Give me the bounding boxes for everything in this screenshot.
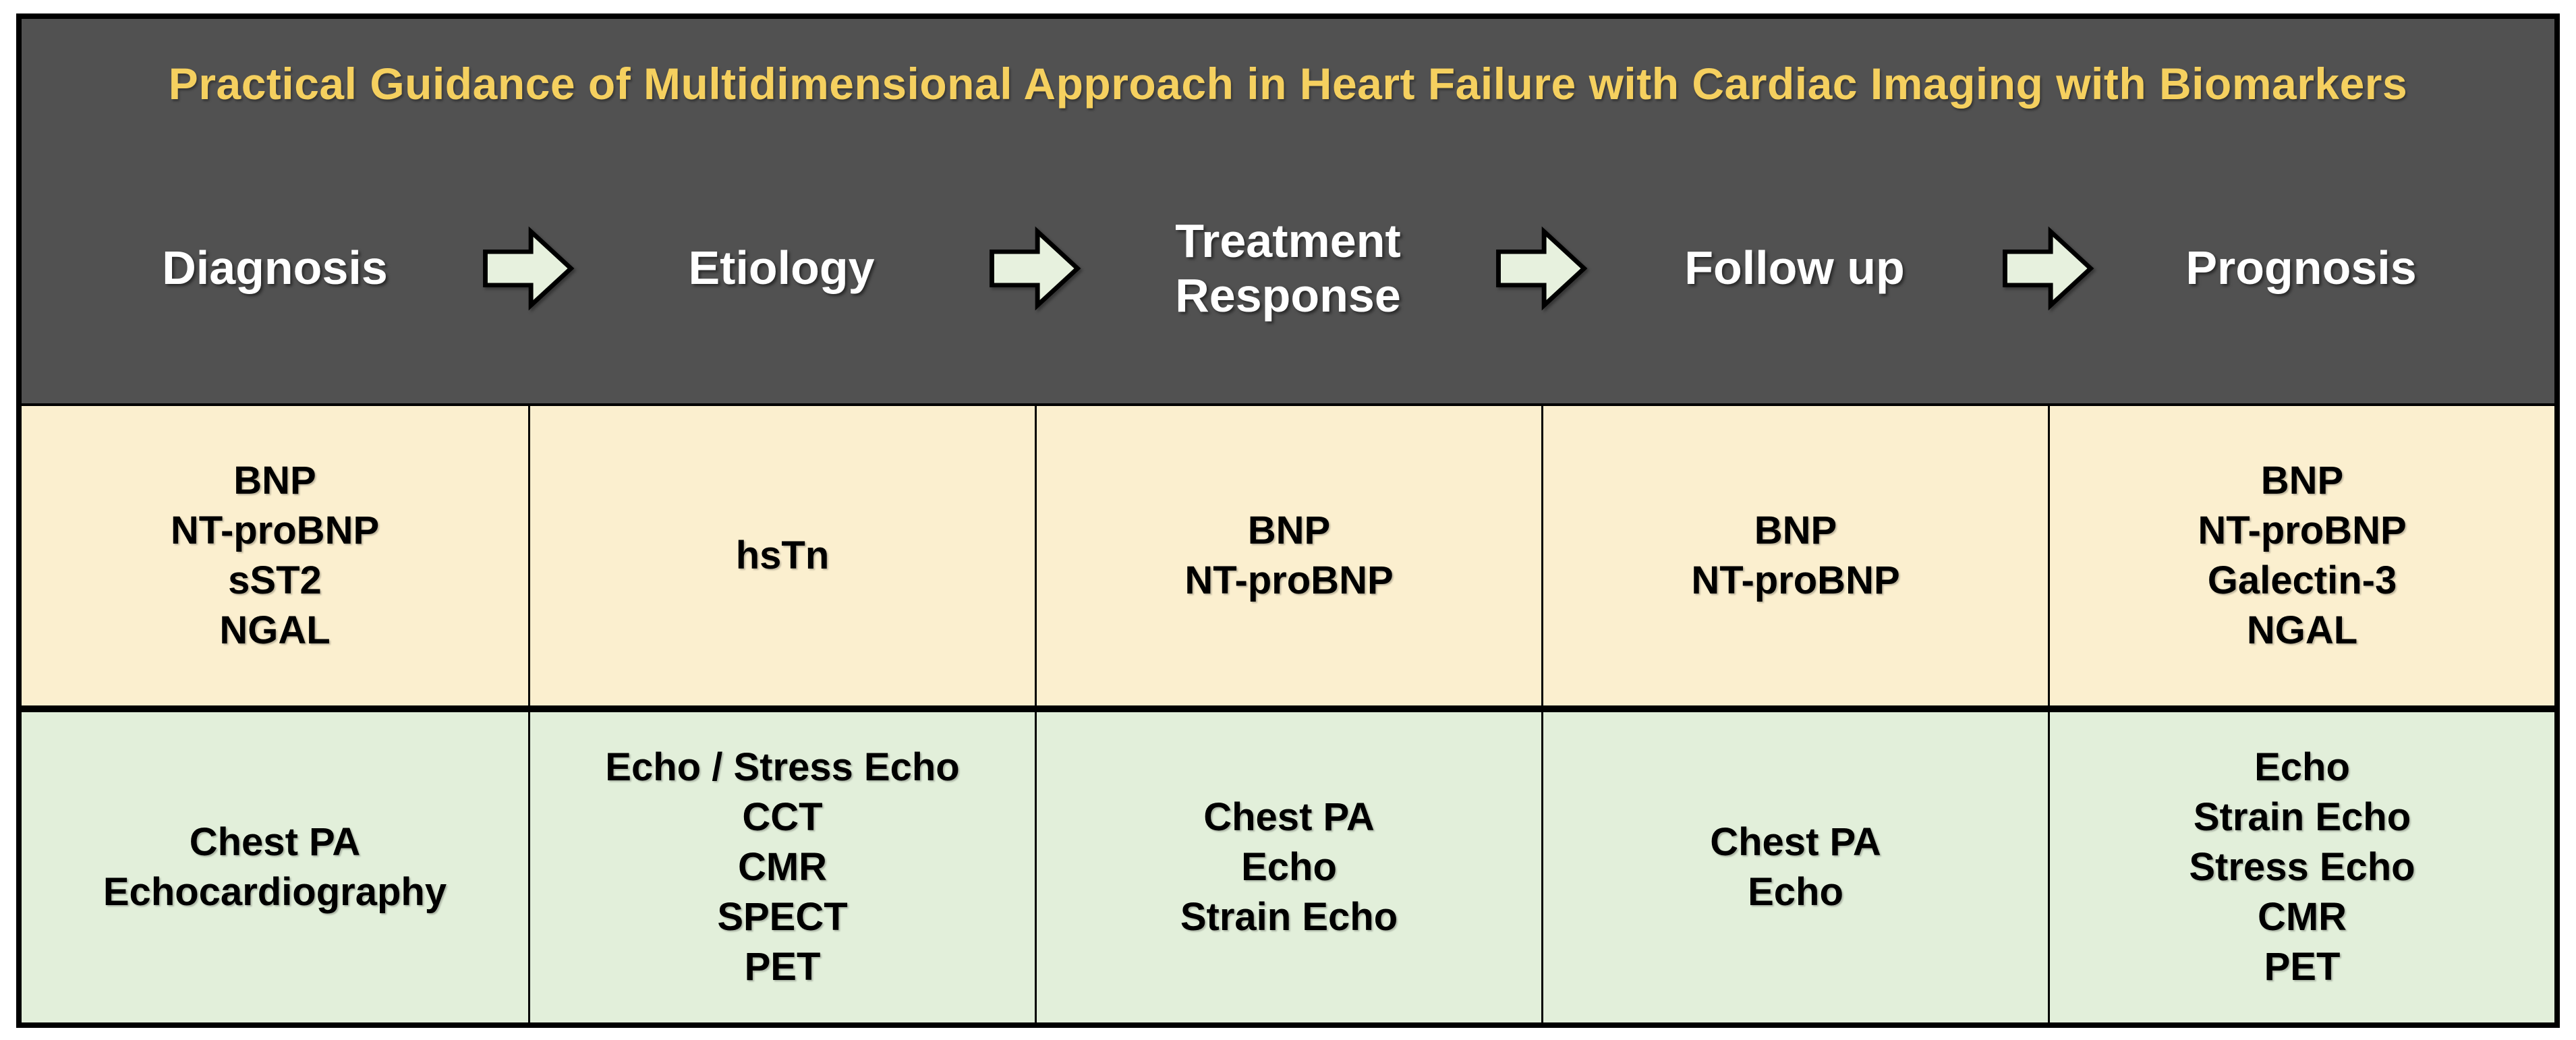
- cell-line: SPECT: [717, 895, 848, 939]
- stage-label-line: Diagnosis: [162, 241, 388, 295]
- cell-line: hsTn: [735, 533, 830, 577]
- stage-label-line: Etiology: [688, 241, 875, 295]
- cell-line: PET: [744, 945, 821, 989]
- figure-frame: Practical Guidance of Multidimensional A…: [16, 13, 2560, 1028]
- cell-line: sST2: [228, 558, 322, 602]
- cell-line: NGAL: [219, 608, 331, 652]
- biomarker-cell-follow-up: BNP NT-proBNP: [1541, 403, 2048, 705]
- cell-line: NGAL: [2246, 608, 2358, 652]
- cell-line: NT-proBNP: [1691, 558, 1900, 602]
- cell-line: BNP: [233, 459, 316, 502]
- cell-line: NT-proBNP: [2198, 509, 2407, 552]
- cell-line: Echo / Stress Echo: [605, 745, 960, 789]
- cell-line: BNP: [2260, 459, 2344, 502]
- stage-label-line: Response: [1175, 269, 1401, 322]
- cell-line: Stress Echo: [2189, 845, 2415, 889]
- biomarker-cell-etiology: hsTn: [528, 403, 1035, 705]
- stage-label-etiology: Etiology: [528, 177, 1035, 359]
- cell-line: NT-proBNP: [1184, 558, 1394, 602]
- imaging-cell-follow-up: Chest PA Echo: [1541, 705, 2048, 1022]
- stage-label-line: Prognosis: [2185, 241, 2417, 295]
- right-arrow-icon: [483, 226, 575, 311]
- cell-line: NT-proBNP: [170, 509, 380, 552]
- stage-label-diagnosis: Diagnosis: [22, 177, 528, 359]
- cell-line: Chest PA: [189, 820, 361, 864]
- stage-label-line: Follow up: [1684, 241, 1905, 295]
- cell-line: BNP: [1754, 509, 1837, 552]
- cell-line: Echo: [1241, 845, 1337, 889]
- cell-line: Echo: [1748, 870, 1843, 914]
- figure-title: Practical Guidance of Multidimensional A…: [168, 59, 2408, 109]
- cell-line: Chest PA: [1203, 795, 1375, 839]
- cell-line: BNP: [1247, 509, 1331, 552]
- cell-line: Strain Echo: [2193, 795, 2411, 839]
- biomarker-cell-treatment-response: BNP NT-proBNP: [1035, 403, 1541, 705]
- stage-label-follow-up: Follow up: [1541, 177, 2048, 359]
- cell-line: CMR: [2257, 895, 2347, 939]
- cell-line: CCT: [742, 795, 823, 839]
- right-arrow-icon: [990, 226, 1081, 311]
- right-arrow-icon: [1496, 226, 1588, 311]
- cell-line: Chest PA: [1710, 820, 1881, 864]
- cell-line: Strain Echo: [1180, 895, 1398, 939]
- imaging-cell-diagnosis: Chest PA Echocardiography: [22, 705, 528, 1022]
- cell-line: Galectin-3: [2207, 558, 2397, 602]
- header-band: Practical Guidance of Multidimensional A…: [22, 19, 2554, 403]
- cell-line: Echo: [2254, 745, 2350, 789]
- right-arrow-icon: [2003, 226, 2094, 311]
- stage-label-prognosis: Prognosis: [2048, 177, 2554, 359]
- stage-label-line: Treatment: [1175, 214, 1401, 267]
- cell-line: PET: [2264, 945, 2341, 989]
- cell-line: Echocardiography: [103, 870, 447, 914]
- cell-line: CMR: [737, 845, 828, 889]
